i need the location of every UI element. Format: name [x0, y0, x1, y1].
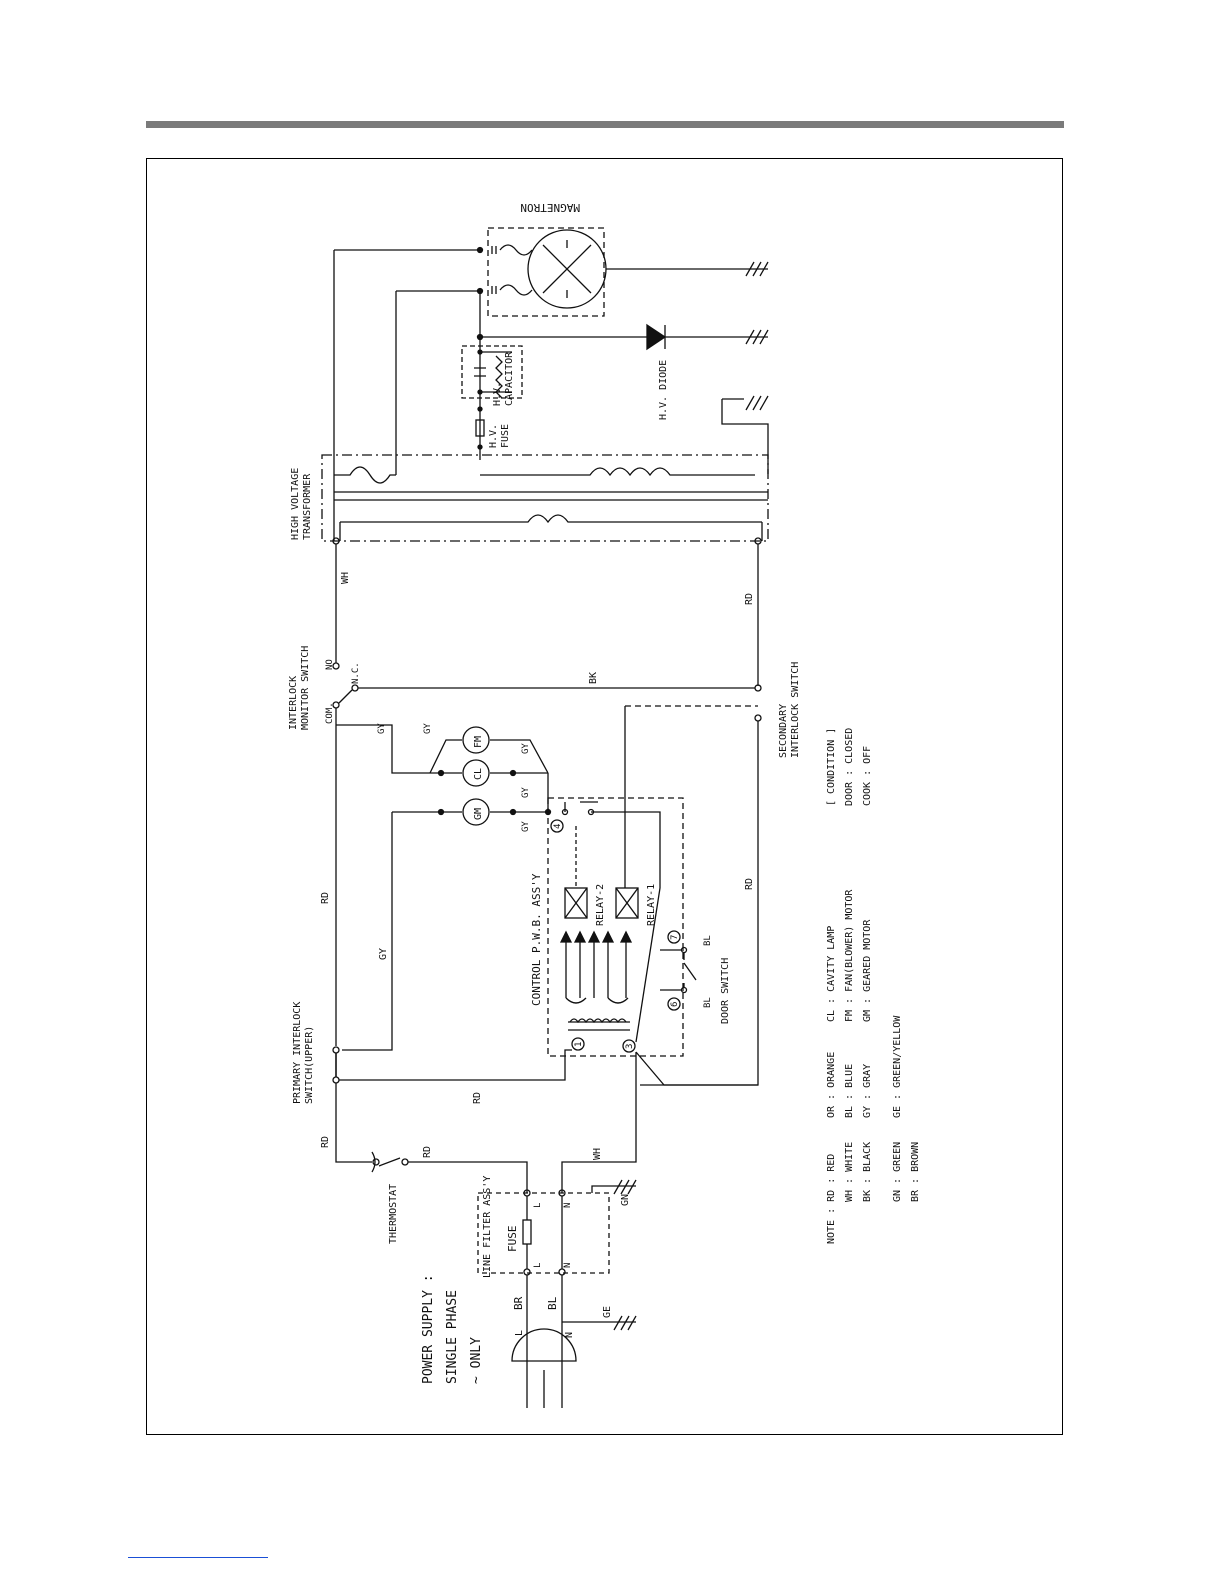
condition-line-1: [ CONDITION ] [826, 728, 837, 806]
component-legend-gm: GM : GEARED MOTOR [862, 919, 873, 1022]
wire-gy-4: GY [521, 787, 531, 798]
pin-n-supply: N [564, 1332, 575, 1338]
magnetron [487, 227, 768, 317]
color-legend-br: BR : BROWN [910, 1142, 921, 1202]
control-pwb [547, 797, 684, 1057]
wire-br: BR [512, 1296, 525, 1310]
wire-gy-left: GY [378, 948, 389, 960]
wire-wh-top: WH [340, 572, 351, 584]
wire-bl-supply: BL [546, 1296, 559, 1310]
component-legend-fm: FM : FAN(BLOWER) MOTOR [844, 889, 855, 1022]
control-pwb-label: CONTROL P.W.B. ASS'Y [530, 873, 543, 1006]
pin-6: 6 [670, 1002, 680, 1007]
door-switch-label: DOOR SWITCH [720, 958, 731, 1024]
wire-gy-1: GY [377, 723, 387, 734]
hv-fuse-label-2: FUSE [500, 424, 511, 448]
wire-bk: BK [588, 672, 599, 684]
hv-transformer [321, 250, 769, 542]
interlock-monitor-label-1: INTERLOCK [288, 676, 299, 730]
wire-gn: GN [620, 1194, 631, 1206]
wire-bl-upper: BL [703, 935, 713, 946]
condition-line-2: DOOR : CLOSED [844, 728, 855, 806]
fuse-label: FUSE [506, 1226, 519, 1253]
hv-capacitor-label-2: CAPACITOR [504, 351, 515, 406]
wire-rd-mid: RD [472, 1092, 483, 1104]
color-legend-wh: WH : WHITE [844, 1142, 855, 1202]
condition-line-3: COOK : OFF [862, 746, 873, 806]
pin-l-supply: L [514, 1330, 525, 1336]
secondary-interlock-label-2: INTERLOCK SWITCH [790, 662, 801, 758]
power-supply-label-2: SINGLE PHASE [445, 1290, 460, 1384]
pin-n-bottom: N [563, 1263, 573, 1268]
wire-rd-bottom: RD [320, 1136, 331, 1148]
hv-transformer-label-1: HIGH VOLTAGE [290, 468, 301, 540]
color-legend-bk: BK : BLACK [862, 1142, 873, 1202]
diagram-frame [146, 158, 1063, 1435]
hv-transformer-label-2: TRANSFORMER [302, 473, 313, 540]
power-supply-label-3: ~ ONLY [469, 1337, 484, 1384]
switch-no-label: NO [325, 659, 335, 670]
switch-com-label: COM. [325, 702, 335, 724]
footer-link-underline [128, 1557, 268, 1558]
relay-2-label: RELAY-2 [595, 884, 606, 926]
primary-interlock-label-2: SWITCH(UPPER) [304, 1026, 315, 1104]
power-supply-label-1: POWER SUPPLY : [421, 1274, 436, 1384]
hv-capacitor-label-1: H.V. [492, 382, 503, 406]
wire-rd-mid-right: RD [744, 878, 755, 890]
color-legend-gy: GY : GRAY [862, 1064, 873, 1118]
color-legend-or: OR : ORANGE [826, 1052, 837, 1118]
pin-l-top: L [533, 1203, 543, 1208]
wire-rd-right: RD [744, 593, 755, 605]
wire-rd-thermo: RD [422, 1146, 433, 1158]
pin-n-top: N [563, 1203, 573, 1208]
wire-rd-left: RD [320, 892, 331, 904]
wire-wh-bottom: WH [592, 1148, 603, 1160]
primary-interlock-label-1: PRIMARY INTERLOCK [292, 1002, 303, 1104]
hv-diode-label: H.V. DIODE [658, 360, 669, 420]
thermostat-label: THERMOSTAT [388, 1184, 399, 1244]
switch-nc-label: N.C. [351, 662, 361, 684]
secondary-interlock-label-1: SECONDARY [778, 704, 789, 758]
wire-gy-2: GY [423, 723, 433, 734]
pin-1: 1 [574, 1042, 584, 1047]
color-legend-bl: BL : BLUE [844, 1064, 855, 1118]
color-legend-gn: GN : GREEN [892, 1142, 903, 1202]
wire-ge: GE [602, 1306, 613, 1318]
relay-1-label: RELAY-1 [646, 884, 657, 926]
pin-7: 7 [670, 935, 680, 940]
top-rule [146, 121, 1064, 128]
wire-bl-lower: BL [703, 997, 713, 1008]
hv-fuse-label-1: H.V. [488, 424, 499, 448]
pin-4: 4 [553, 824, 563, 829]
magnetron-label: MAGNETRON [520, 201, 580, 214]
line-filter-label: LINE FILTER ASS'Y [482, 1176, 493, 1278]
cl-label: CL [473, 768, 484, 780]
interlock-monitor-label-2: MONITOR SWITCH [300, 646, 311, 730]
wire-gy-5: GY [521, 821, 531, 832]
color-legend-rd: NOTE : RD : RED [826, 1154, 837, 1244]
fm-label: FM [473, 736, 484, 748]
color-legend-ge: GE : GREEN/YELLOW [892, 1015, 903, 1118]
gm-label: GM [473, 808, 484, 820]
component-legend-cl: CL : CAVITY LAMP [826, 926, 837, 1022]
pin-3: 3 [625, 1044, 635, 1049]
pin-l-bottom: L [533, 1263, 543, 1268]
wire-gy-3: GY [521, 743, 531, 754]
